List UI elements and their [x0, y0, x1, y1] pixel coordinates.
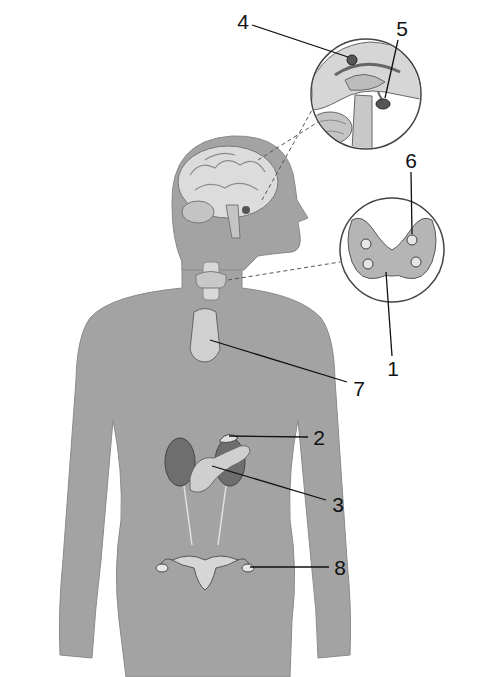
ureter [184, 486, 192, 545]
pineal-gland [347, 55, 357, 65]
leader-line [385, 40, 398, 98]
ureter [218, 486, 226, 545]
inset-link [262, 110, 312, 200]
pituitary-small [242, 206, 250, 214]
brainstem [226, 205, 240, 238]
ovary [156, 564, 168, 572]
callout-number: 7 [353, 378, 365, 399]
thymus [190, 309, 220, 363]
callout-number: 8 [334, 557, 346, 578]
thyroid-inset [340, 198, 444, 302]
cerebellum-folds [314, 120, 346, 134]
callout-number: 3 [332, 494, 344, 515]
pituitary-gland [376, 99, 390, 109]
cerebellum-section [308, 112, 352, 144]
parathyroid [363, 259, 373, 269]
brainstem-section [352, 95, 372, 150]
thyroid-small [196, 272, 227, 289]
callout-number: 6 [405, 150, 417, 171]
fallopian-tube [160, 559, 250, 566]
callout-number: 4 [237, 11, 249, 32]
head [172, 136, 308, 270]
leader-line [250, 566, 329, 567]
leader-line [252, 25, 348, 57]
leader-line [229, 436, 308, 437]
thyroid-gland [348, 218, 436, 278]
inset-link [228, 262, 340, 280]
leader-line [411, 172, 412, 234]
leader-line [386, 272, 392, 356]
cerebellum [182, 201, 214, 223]
callout-number: 5 [396, 18, 408, 39]
inset-link [258, 122, 318, 160]
uterus [172, 556, 238, 590]
leader-line [210, 340, 347, 382]
leader-line [212, 466, 326, 500]
thalamus [345, 74, 385, 90]
callout-number: 1 [387, 358, 399, 379]
parathyroid [407, 235, 417, 245]
parathyroid [361, 239, 371, 249]
callout-number: 2 [313, 427, 325, 448]
ovary [242, 564, 254, 572]
body-silhouette [59, 250, 350, 677]
parathyroid [411, 257, 421, 267]
brain-folds [190, 153, 265, 190]
